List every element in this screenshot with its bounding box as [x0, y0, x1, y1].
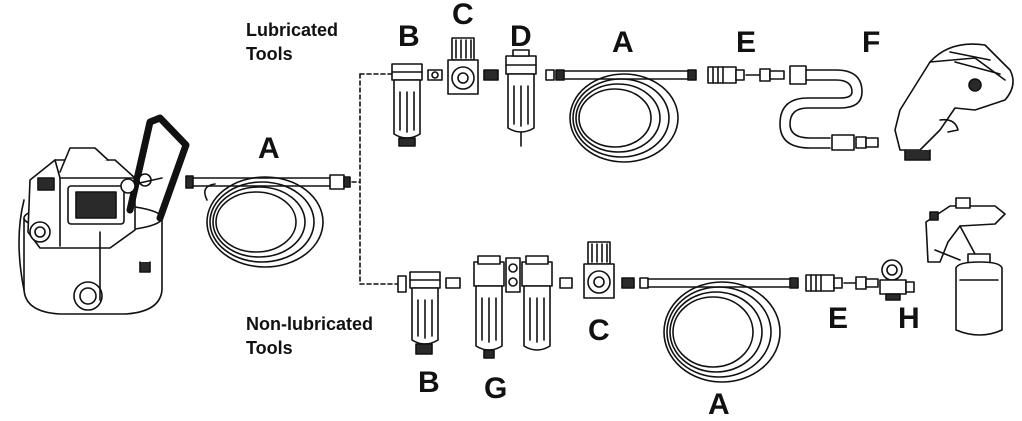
fitting-b-g — [445, 277, 461, 289]
quick-coupler-lower — [805, 274, 879, 292]
hose-lower — [639, 277, 799, 383]
filter-lubricator-unit — [473, 255, 553, 359]
filter-upper — [391, 63, 423, 147]
label-G: G — [484, 372, 507, 405]
air-control-valve — [879, 259, 915, 301]
main-air-hose — [185, 174, 351, 268]
fitting-c-a — [621, 277, 635, 289]
group-non-lubricated-line1: Non-lubricated — [246, 314, 373, 334]
impact-wrench — [894, 43, 1014, 161]
label-A-upper-hose: A — [612, 26, 634, 59]
hose-upper — [555, 69, 697, 163]
fitting-d-a — [545, 69, 555, 81]
label-E-upper: E — [736, 26, 756, 59]
air-compressor — [18, 114, 190, 315]
regulator-lower — [583, 241, 615, 299]
label-C-lower: C — [588, 314, 610, 347]
spray-gun — [925, 197, 1006, 336]
quick-coupler-upper — [707, 66, 785, 84]
label-A-lower-hose: A — [708, 388, 730, 421]
label-B-lower: B — [418, 366, 440, 399]
whip-hose — [779, 65, 879, 151]
lubricator — [505, 49, 537, 147]
regulator-upper — [447, 37, 479, 95]
fitting-c-d — [483, 69, 499, 81]
group-lubricated-line1: Lubricated — [246, 20, 338, 40]
label-E-lower: E — [828, 302, 848, 335]
label-D: D — [510, 20, 532, 53]
fitting-g-c — [559, 277, 573, 289]
label-B-upper: B — [398, 20, 420, 53]
dashed-split-lines — [351, 73, 399, 285]
label-F: F — [862, 26, 880, 59]
label-H: H — [898, 302, 920, 335]
label-C-upper: C — [452, 0, 474, 31]
group-non-lubricated-line2: Tools — [246, 338, 293, 358]
label-A-main-hose: A — [258, 132, 280, 165]
filter-lower — [397, 271, 441, 355]
fitting-b-c — [427, 69, 443, 81]
group-lubricated-line2: Tools — [246, 44, 293, 64]
